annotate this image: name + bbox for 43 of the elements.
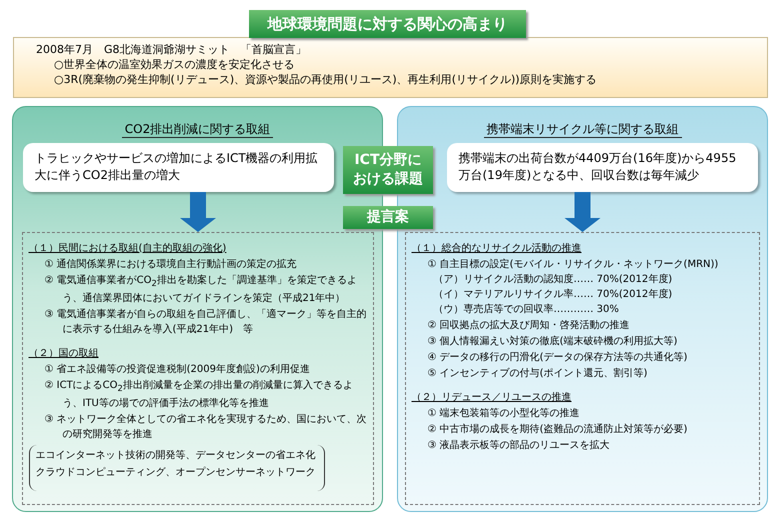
section-heading: （１）総合的なリサイクル活動の推進	[412, 242, 582, 256]
body-text: 提言案	[367, 208, 409, 227]
list-item: ④ データの移行の円滑化(データの保存方法等の共通化等)	[426, 350, 688, 364]
body-text: ICT分野における課題	[352, 151, 424, 189]
list-item: ② 中古市場の成長を期待(盗難品の流通防止対策等が必要)	[426, 422, 688, 436]
arrow	[180, 192, 216, 232]
dashed-box	[404, 232, 760, 504]
list-item: ③ 電気通信事業者が自らの取組を自己評価し、「適マーク」等を自主的に表示する仕組みを導入(平成21年中) 等	[44, 308, 368, 336]
note-box	[13, 37, 768, 98]
list-subitem: （ウ）専売店等での回収率………… 30%	[432, 302, 620, 316]
list-item: ⑤ インセンティブの付与(ポイント還元、割引等)	[426, 366, 648, 380]
section-heading: （２）リデュース／リユースの推進	[412, 390, 572, 404]
section-heading: （２）国の取組	[28, 346, 100, 360]
body-text: エコインターネット技術の開発等、データセンターの省エネ化	[36, 448, 316, 462]
bullet-item: ○世界全体の温室効果ガスの濃度を安定化させる	[53, 57, 296, 72]
body-text: クラウドコンピューティング、オープンセンサーネットワーク	[36, 466, 316, 480]
list-item: ② 電気通信事業者がCO$_{2}$排出を勘案した「調達基準」を策定できるよう、通信業界団体においてガイドラインを策定（平成21年中）	[44, 274, 358, 306]
body-text: 地球環境問題に対する関心の高まり	[268, 14, 508, 34]
list-item: ② ICTによるCO$_{2}$排出削減量を企業の排出量の削減量に算入できるよう、ITU等の場での評価手法の標準化等を推進	[44, 378, 354, 410]
list-item: ③ ネットワーク全体としての省エネ化を実現するため、国において、次の研究開発等を推進	[44, 412, 368, 442]
body-text: 携帯端末の出荷台数が4409万台(16年度)から4955万台(19年度)となる中、回収台数は毎年減少	[458, 150, 738, 184]
label-box	[343, 206, 433, 229]
list-subitem: （ア）リサイクル活動の認知度…… 70%(2012年度)	[432, 272, 674, 286]
arrow	[564, 192, 600, 232]
list-item: ② 回収拠点の拡大及び周知・啓発活動の推進	[426, 318, 631, 332]
list-item: ① 省エネ設備等の投資促進税制(2009年度創設)の利用促進	[44, 362, 311, 376]
body-text: トラヒックやサービスの増加によるICT機器の利用拡大に伴うCO2排出量の増大	[34, 150, 319, 184]
list-item: ① 端末包装箱等の小型化等の推進	[426, 406, 581, 420]
list-item: ③ 液晶表示板等の部品のリユースを拡大	[426, 438, 611, 452]
dashed-box	[22, 232, 374, 504]
text-box	[446, 142, 758, 192]
bullet-item: ○3R(廃棄物の発生抑制(リデュース)、資源や製品の再使用(リユース)、再生利用(リサイクル))原則を実施する	[53, 72, 598, 87]
heading: 2008年7月 G8北海道洞爺湖サミット 「首脳宣言」	[35, 42, 308, 57]
text-box	[22, 142, 334, 192]
list-subitem: （イ）マテリアルリサイクル率…… 70%(2012年度)	[432, 288, 674, 302]
list-item: ① 自主目標の設定(モバイル・リサイクル・ネットワーク(MRN))	[426, 258, 720, 272]
panel-heading: 携帯端末リサイクル等に関する取組	[398, 121, 767, 138]
title-banner	[249, 10, 526, 38]
list-item: ① 通信関係業界における環境自主行動計画の策定の拡充	[44, 258, 298, 272]
panel-heading: CO2排出削減に関する取組	[13, 121, 382, 138]
label-box	[343, 146, 433, 194]
section-heading: （１）民間における取組(自主的取組の強化)	[28, 242, 228, 256]
list-item: ③ 個人情報漏えい対策の徹底(端末破砕機の利用拡大等)	[426, 334, 678, 348]
